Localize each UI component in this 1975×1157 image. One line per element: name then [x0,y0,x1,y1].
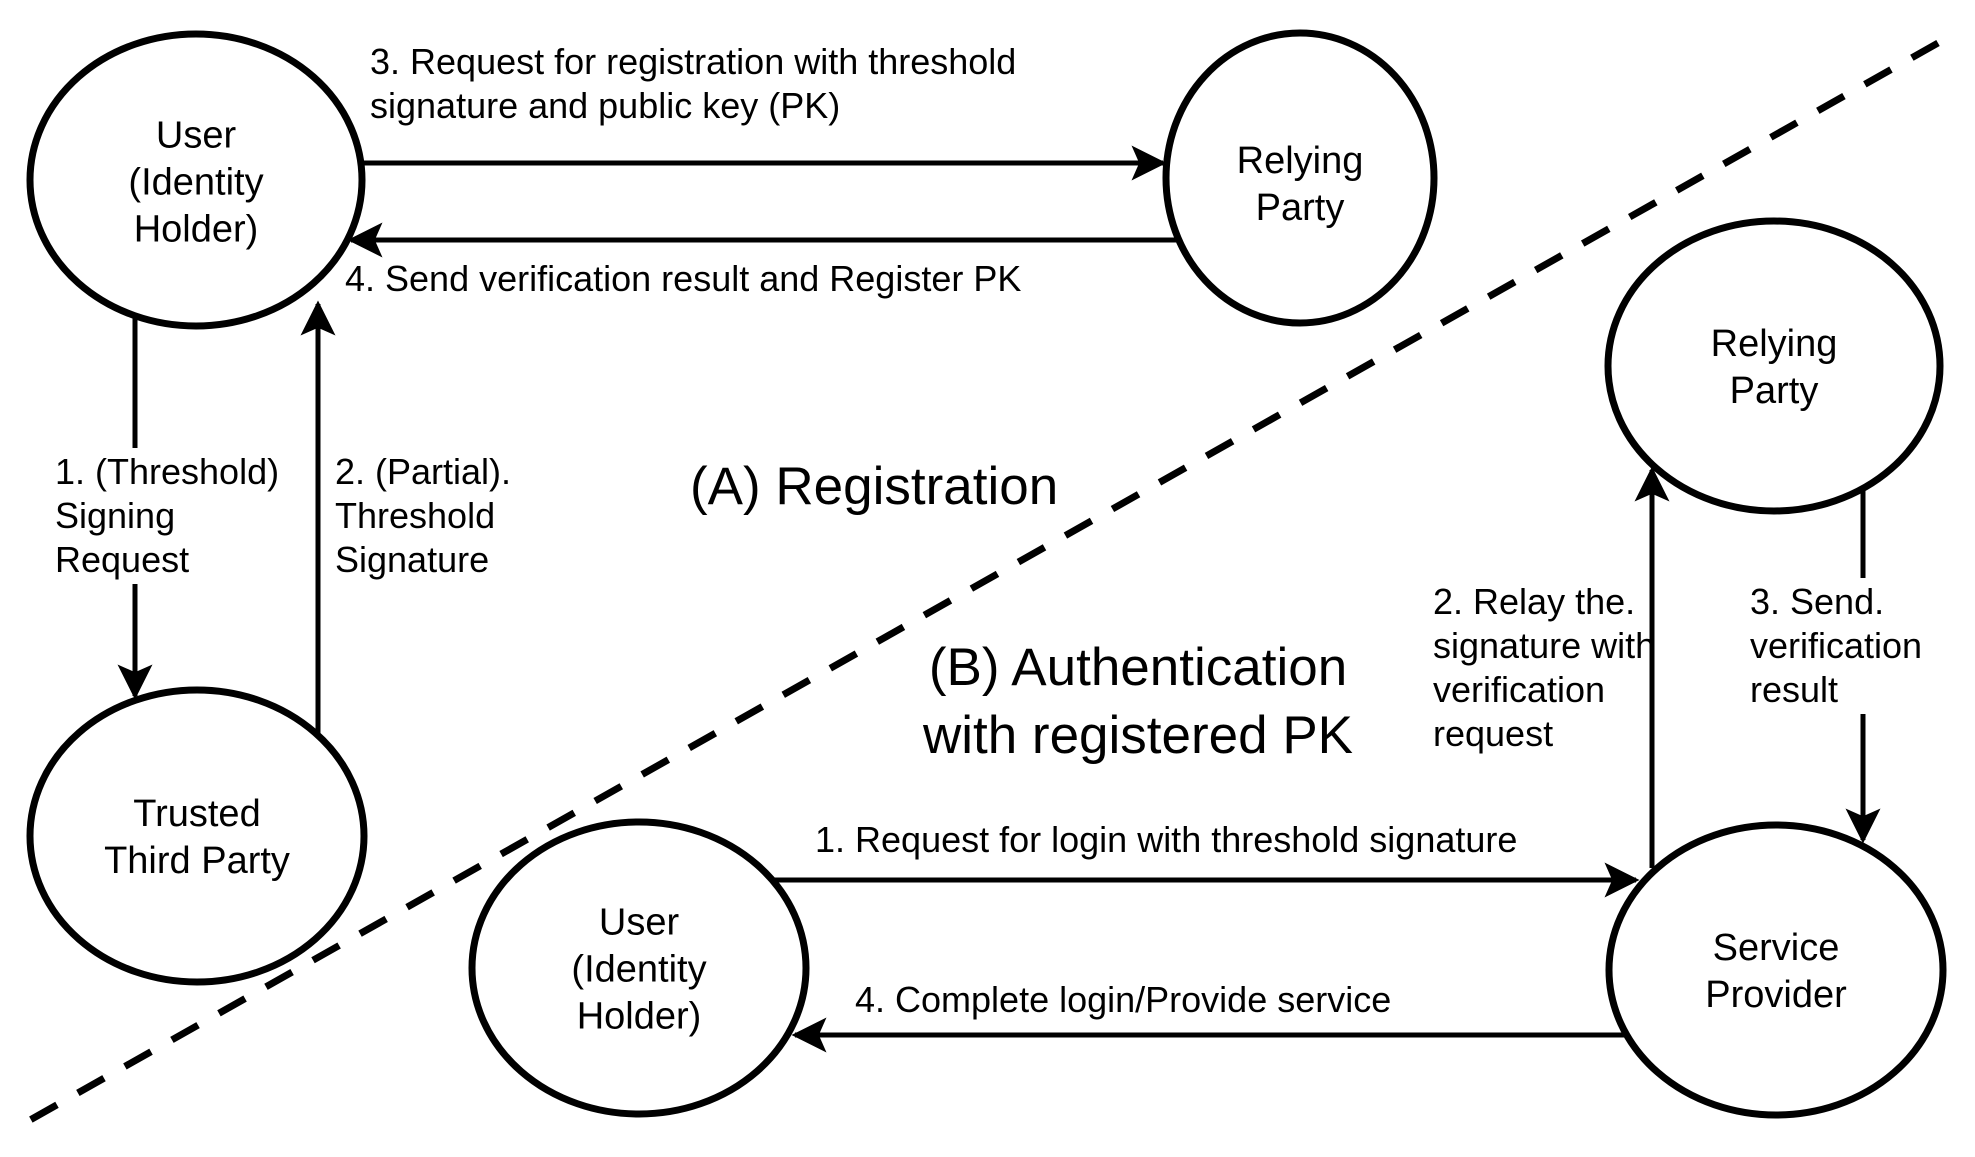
arrow-b1-label: 1. Request for login with threshold sign… [815,819,1518,860]
trusted-third-party-label: Trusted Third Party [104,793,290,882]
trusted-third-party-ellipse [26,686,368,986]
arrow-b3-label: 3. Send. verification result [1740,578,1965,714]
user-a-label: User (Identity Holder) [128,114,264,251]
section-divider-dashed-line [28,39,1940,1124]
service-provider-ellipse [1605,821,1947,1119]
arrow-b4-label: 4. Complete login/Provide service [855,979,1392,1020]
section-a-title: (A) Registration [690,457,1059,516]
arrow-a2-label: 2. (Partial). Threshold Signature [335,451,512,580]
user-b-ellipse [468,818,810,1118]
arrow-b2-label: 2. Relay the. signature with verificatio… [1433,581,1656,754]
section-b-title: (B) Authentication with registered PK [922,638,1354,765]
relying-party-a-label: Relying Party [1236,140,1364,229]
arrow-a1-label: 1. (Threshold) Signing Request [45,448,295,584]
arrow-a3-label: 3. Request for registration with thresho… [370,41,1017,126]
arrow-a4-label: 4. Send verification result and Register… [345,258,1022,299]
user-a-ellipse [26,30,366,330]
service-provider-label: Service Provider [1705,927,1847,1016]
user-b-label: User (Identity Holder) [571,901,707,1038]
relying-party-b-ellipse [1604,217,1944,515]
relying-party-b-label: Relying Party [1710,323,1838,412]
